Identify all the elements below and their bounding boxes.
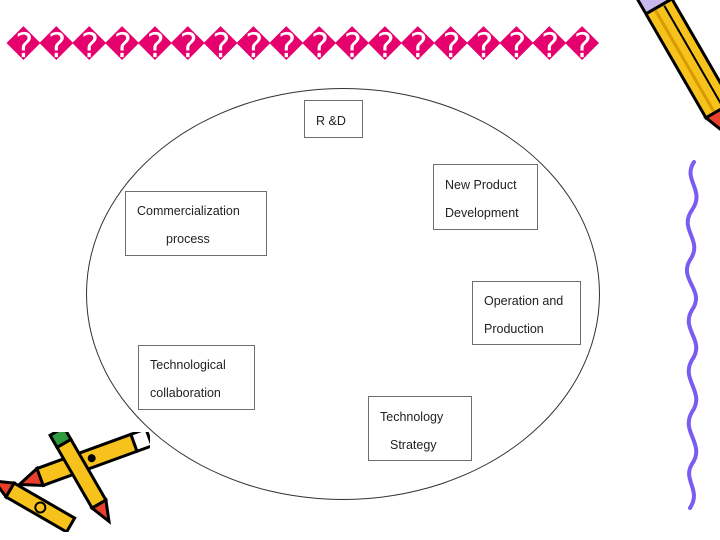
node-label-line-1: Operation and bbox=[484, 294, 564, 308]
node-label-line-1: Technological bbox=[150, 358, 226, 372]
crossed-pencils-clipart-icon bbox=[0, 432, 150, 532]
node-technological-collaboration: Technological collaboration bbox=[138, 345, 255, 410]
node-label-line-1: New Product bbox=[445, 178, 517, 192]
node-label-line-2: Development bbox=[445, 206, 519, 220]
squiggle-line-decoration bbox=[685, 160, 699, 510]
node-label-line-1: Technology bbox=[380, 410, 444, 424]
slide-title: ������������������ bbox=[6, 26, 600, 66]
cycle-ellipse bbox=[86, 88, 600, 500]
node-label-line-2: collaboration bbox=[150, 386, 221, 400]
node-label-line-2: process bbox=[166, 232, 210, 246]
pencil-clipart-icon bbox=[636, 0, 720, 147]
node-label-line-2: Strategy bbox=[390, 438, 437, 452]
node-rnd: R &D bbox=[304, 100, 363, 138]
node-operation-and-production: Operation and Production bbox=[472, 281, 581, 345]
node-label: R &D bbox=[316, 114, 346, 128]
node-technology-strategy: Technology Strategy bbox=[368, 396, 472, 461]
node-commercialization-process: Commercialization process bbox=[125, 191, 267, 256]
node-label-line-2: Production bbox=[484, 322, 544, 336]
node-label-line-1: Commercialization bbox=[137, 204, 240, 218]
node-new-product-development: New Product Development bbox=[433, 164, 538, 230]
